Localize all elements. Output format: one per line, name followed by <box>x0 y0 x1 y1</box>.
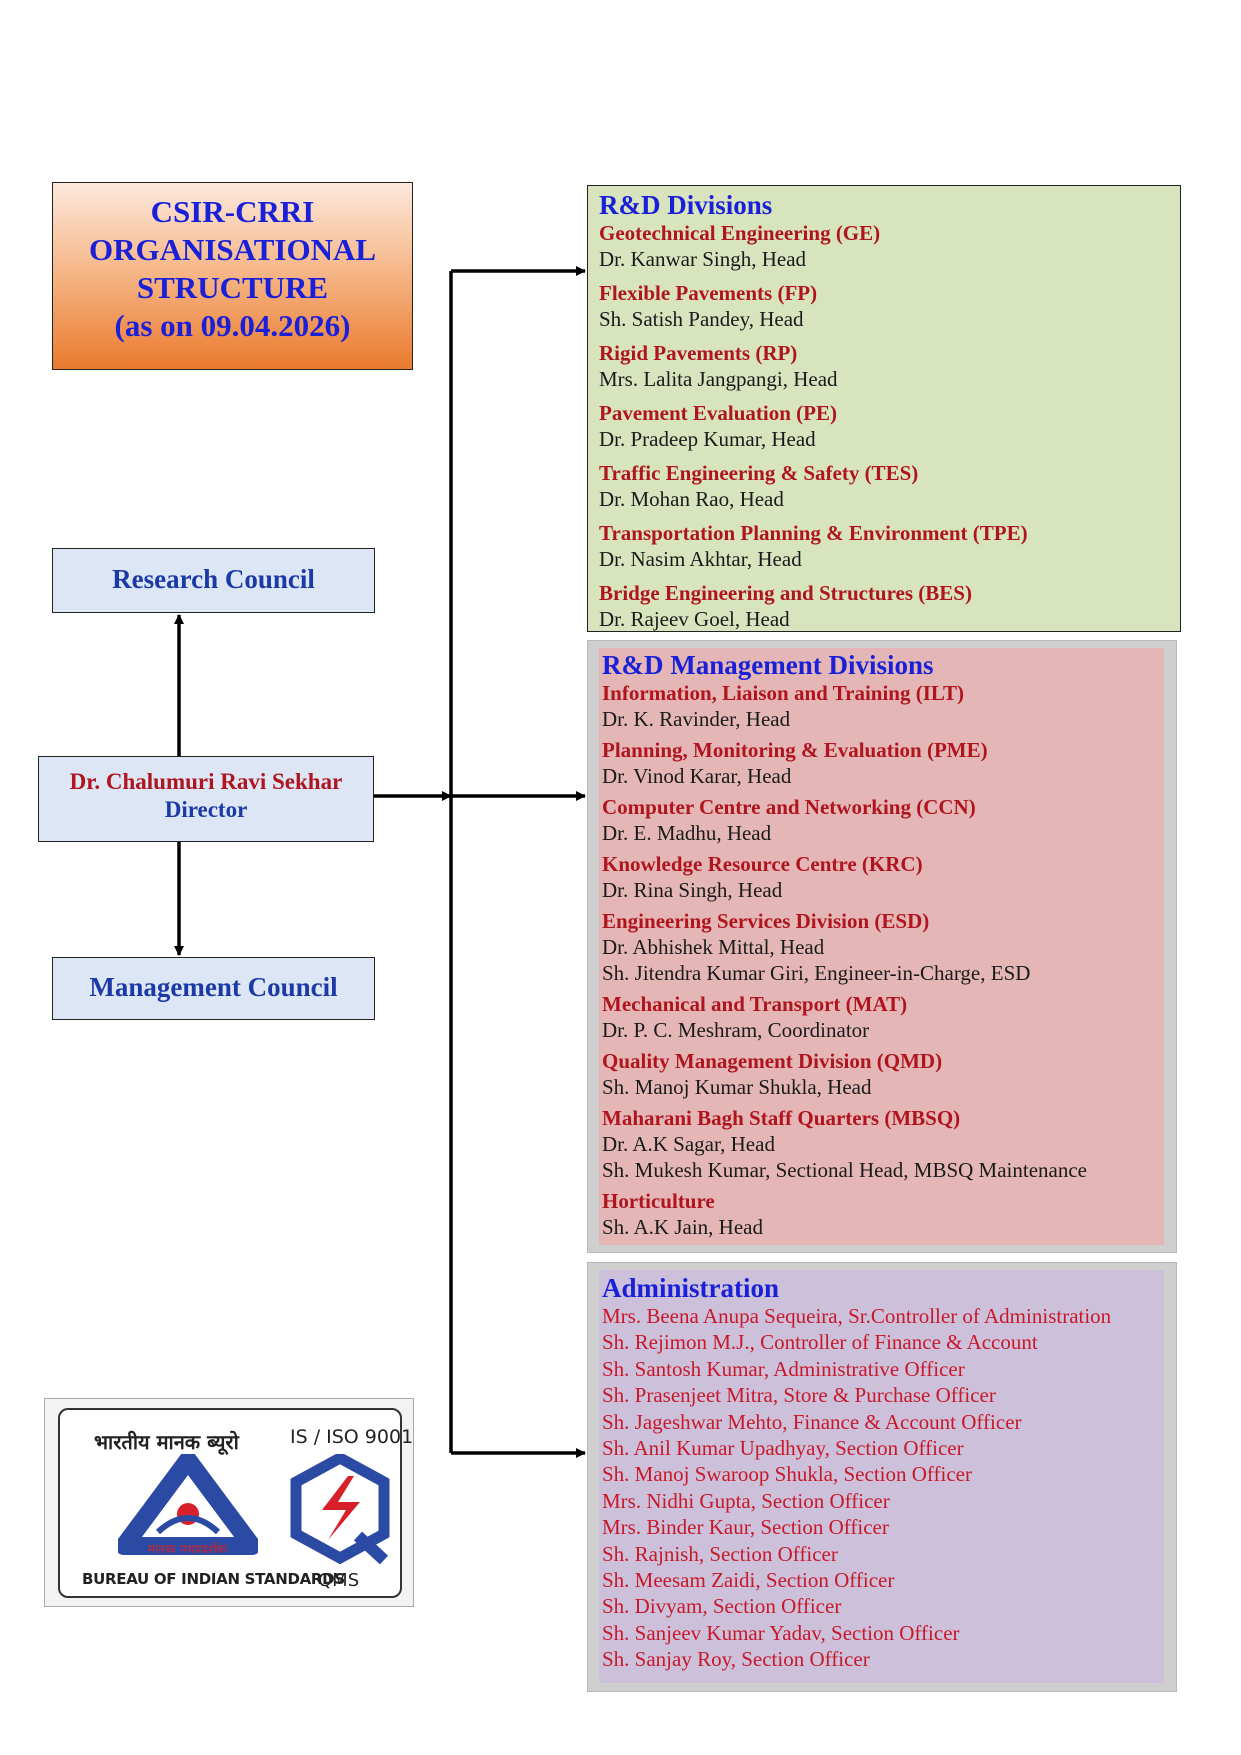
admin-member: Sh. Jageshwar Mehto, Finance & Account O… <box>602 1409 1022 1434</box>
division-name: Engineering Services Division (ESD) <box>602 909 930 933</box>
admin-member: Sh. Sanjeev Kumar Yadav, Section Officer <box>602 1620 960 1645</box>
division-group: Traffic Engineering & Safety (TES)Dr. Mo… <box>599 460 1180 512</box>
title-line: ORGANISATIONAL <box>88 232 377 267</box>
research-council-box: Research Council <box>52 548 375 613</box>
admin-member: Mrs. Nidhi Gupta, Section Officer <box>602 1488 890 1513</box>
division-person: Dr. Rajeev Goel, Head <box>599 607 790 631</box>
division-group: Transportation Planning & Environment (T… <box>599 520 1180 572</box>
director-role: Director <box>164 797 248 822</box>
director-name: Dr. Chalumuri Ravi Sekhar <box>69 769 343 794</box>
administration-title: Administration <box>602 1273 780 1303</box>
division-person: Dr. Vinod Karar, Head <box>602 764 792 788</box>
rd-divisions-title: R&D Divisions <box>599 190 773 220</box>
org-structure-title: CSIR-CRRI ORGANISATIONAL STRUCTURE (as o… <box>52 182 413 370</box>
division-person: Dr. P. C. Meshram, Coordinator <box>602 1018 870 1042</box>
title-line: CSIR-CRRI <box>150 194 315 229</box>
division-person: Sh. A.K Jain, Head <box>602 1215 763 1239</box>
logo-frame: भारतीय मानक ब्यूरो IS / ISO 9001 मानकः प… <box>58 1408 413 1598</box>
administration-inner: Administration Mrs. Beena Anupa Sequeira… <box>599 1270 1164 1683</box>
admin-member: Sh. Rejimon M.J., Controller of Finance … <box>602 1330 1038 1355</box>
division-person: Dr. K. Ravinder, Head <box>602 707 791 731</box>
admin-member: Sh. Rajnish, Section Officer <box>602 1541 838 1566</box>
division-group: Knowledge Resource Centre (KRC)Dr. Rina … <box>602 851 1164 903</box>
division-person: Mrs. Lalita Jangpangi, Head <box>599 367 838 391</box>
division-person: Sh. Mukesh Kumar, Sectional Head, MBSQ M… <box>602 1158 1087 1182</box>
admin-member: Sh. Anil Kumar Upadhyay, Section Officer <box>602 1436 964 1461</box>
division-group: Planning, Monitoring & Evaluation (PME)D… <box>602 737 1164 789</box>
division-name: Quality Management Division (QMD) <box>602 1049 943 1073</box>
bis-iso-logo: भारतीय मानक ब्यूरो IS / ISO 9001 मानकः प… <box>44 1398 414 1607</box>
logo-iso-text: IS / ISO 9001 <box>290 1426 414 1448</box>
logo-motto-text: मानकः पथप्रदर्शकः <box>148 1542 228 1556</box>
bis-emblem-icon <box>118 1454 258 1555</box>
title-line: STRUCTURE <box>136 270 329 305</box>
division-name: Transportation Planning & Environment (T… <box>599 521 1028 545</box>
division-person: Sh. Manoj Kumar Shukla, Head <box>602 1075 872 1099</box>
logo-bis-text: BUREAU OF INDIAN STANDARDS <box>82 1570 345 1588</box>
rd-divisions-list: Geotechnical Engineering (GE)Dr. Kanwar … <box>599 220 1180 632</box>
division-person: Dr. Abhishek Mittal, Head <box>602 935 825 959</box>
division-name: Knowledge Resource Centre (KRC) <box>602 852 923 876</box>
admin-member: Sh. Meesam Zaidi, Section Officer <box>602 1568 895 1593</box>
division-person: Sh. Jitendra Kumar Giri, Engineer-in-Cha… <box>602 961 1031 985</box>
qms-emblem-icon <box>290 1454 390 1564</box>
division-person: Sh. Satish Pandey, Head <box>599 307 804 331</box>
division-name: Flexible Pavements (FP) <box>599 281 818 305</box>
division-group: Computer Centre and Networking (CCN)Dr. … <box>602 794 1164 846</box>
division-group: Geotechnical Engineering (GE)Dr. Kanwar … <box>599 220 1180 272</box>
division-group: Maharani Bagh Staff Quarters (MBSQ)Dr. A… <box>602 1105 1164 1183</box>
division-person: Dr. Nasim Akhtar, Head <box>599 547 802 571</box>
admin-member: Sh. Santosh Kumar, Administrative Office… <box>602 1356 965 1381</box>
division-person: Dr. Kanwar Singh, Head <box>599 247 807 271</box>
division-name: Bridge Engineering and Structures (BES) <box>599 581 972 605</box>
division-person: Dr. Mohan Rao, Head <box>599 487 784 511</box>
division-group: Pavement Evaluation (PE)Dr. Pradeep Kuma… <box>599 400 1180 452</box>
division-name: Traffic Engineering & Safety (TES) <box>599 461 919 485</box>
division-name: Computer Centre and Networking (CCN) <box>602 795 976 819</box>
rd-divisions-panel: R&D Divisions Geotechnical Engineering (… <box>587 185 1181 632</box>
division-person: Dr. Pradeep Kumar, Head <box>599 427 816 451</box>
admin-member: Sh. Manoj Swaroop Shukla, Section Office… <box>602 1462 972 1487</box>
division-group: Engineering Services Division (ESD)Dr. A… <box>602 908 1164 986</box>
division-name: Planning, Monitoring & Evaluation (PME) <box>602 738 988 762</box>
logo-qms-text: QMS <box>318 1570 360 1591</box>
division-name: Mechanical and Transport (MAT) <box>602 992 908 1016</box>
rd-management-title: R&D Management Divisions <box>602 650 934 680</box>
admin-member: Sh. Prasenjeet Mitra, Store & Purchase O… <box>602 1383 996 1408</box>
admin-member: Mrs. Binder Kaur, Section Officer <box>602 1515 889 1540</box>
rd-management-inner: R&D Management Divisions Information, Li… <box>599 648 1164 1245</box>
division-name: Pavement Evaluation (PE) <box>599 401 837 425</box>
logo-hindi-text: भारतीय मानक ब्यूरो <box>94 1430 239 1454</box>
title-line: (as on 09.04.2026) <box>114 308 351 343</box>
director-box: Dr. Chalumuri Ravi Sekhar Director <box>38 756 374 842</box>
division-person: Dr. Rina Singh, Head <box>602 878 783 902</box>
division-name: Geotechnical Engineering (GE) <box>599 221 881 245</box>
admin-member: Sh. Sanjay Roy, Section Officer <box>602 1647 870 1672</box>
admin-member: Mrs. Beena Anupa Sequeira, Sr.Controller… <box>602 1304 1112 1328</box>
rd-management-list: Information, Liaison and Training (ILT)D… <box>602 680 1164 1240</box>
administration-panel: Administration Mrs. Beena Anupa Sequeira… <box>587 1262 1177 1692</box>
division-group: Mechanical and Transport (MAT)Dr. P. C. … <box>602 991 1164 1043</box>
division-name: Rigid Pavements (RP) <box>599 341 798 365</box>
division-person: Dr. E. Madhu, Head <box>602 821 772 845</box>
admin-member: Sh. Divyam, Section Officer <box>602 1594 842 1619</box>
management-council-box: Management Council <box>52 957 375 1020</box>
division-name: Horticulture <box>602 1189 715 1213</box>
division-name: Information, Liaison and Training (ILT) <box>602 681 964 705</box>
division-group: Information, Liaison and Training (ILT)D… <box>602 680 1164 732</box>
division-group: Flexible Pavements (FP)Sh. Satish Pandey… <box>599 280 1180 332</box>
division-name: Maharani Bagh Staff Quarters (MBSQ) <box>602 1106 961 1130</box>
division-group: Quality Management Division (QMD)Sh. Man… <box>602 1048 1164 1100</box>
division-person: Dr. A.K Sagar, Head <box>602 1132 775 1156</box>
rd-management-panel: R&D Management Divisions Information, Li… <box>587 640 1177 1253</box>
division-group: Bridge Engineering and Structures (BES)D… <box>599 580 1180 632</box>
division-group: Rigid Pavements (RP)Mrs. Lalita Jangpang… <box>599 340 1180 392</box>
administration-list: Mrs. Beena Anupa Sequeira, Sr.Controller… <box>602 1303 1164 1673</box>
